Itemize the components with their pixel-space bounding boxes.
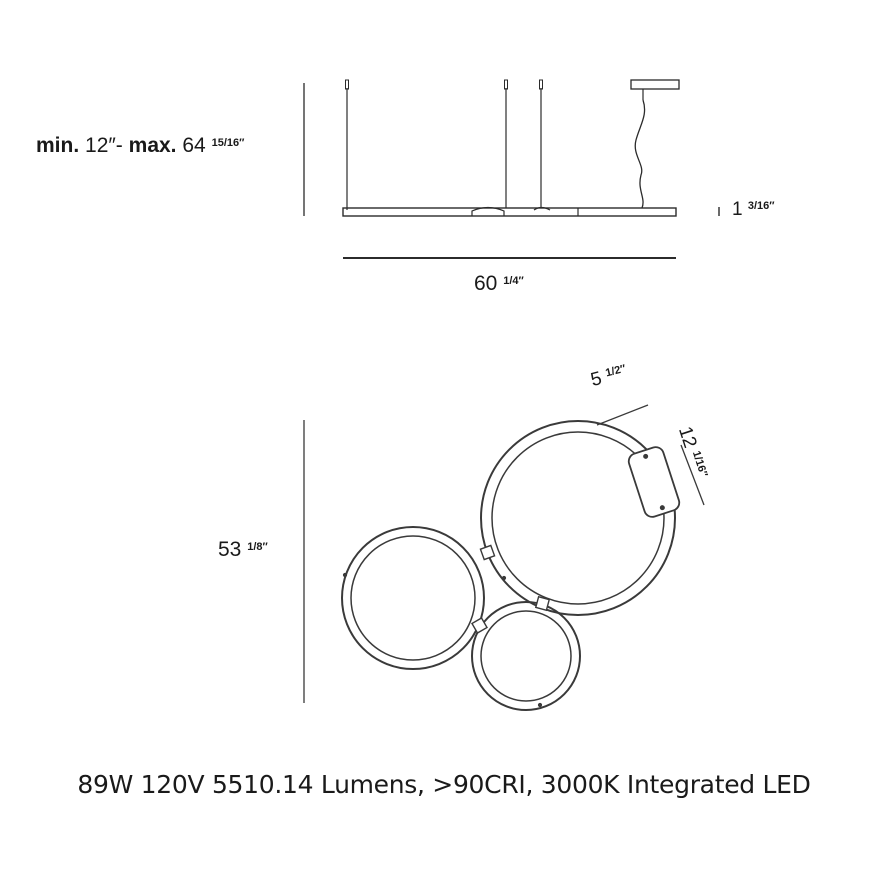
thickness-fraction: 3/16″ xyxy=(747,199,775,212)
drop-max-value: 64 xyxy=(182,134,206,157)
fixture-body xyxy=(342,207,677,217)
cable-grip-3 xyxy=(539,79,543,90)
canopy-dimension-line xyxy=(680,444,705,506)
ring-connector-1 xyxy=(479,544,496,561)
ring-width-fraction: 1/2″ xyxy=(604,362,628,380)
ring-connector-3 xyxy=(471,617,488,634)
height-value: 53 xyxy=(218,538,242,561)
thickness-dimension-label: 1 3/16″ xyxy=(732,199,775,221)
cable-grip-1 xyxy=(345,79,349,90)
drop-max-word: max. xyxy=(128,134,177,157)
cable-mount-1 xyxy=(471,206,505,216)
canopy-plate xyxy=(627,446,681,518)
length-value: 60 xyxy=(474,272,498,295)
height-dimension-label: 53 1/8″ xyxy=(218,538,268,562)
drop-max-fraction: 15/16″ xyxy=(211,136,245,149)
drop-min-word: min. xyxy=(36,134,80,157)
canopy xyxy=(630,79,680,90)
ring-small-outer xyxy=(471,601,581,711)
drop-dimension-label: min. 12″- max. 64 15/16″ xyxy=(36,134,244,158)
cable-mount-2 xyxy=(533,206,551,211)
ring-large-inner xyxy=(491,431,665,605)
cable-grip-2 xyxy=(504,79,508,90)
ring-medium-outer xyxy=(341,526,485,670)
length-fraction: 1/4″ xyxy=(503,274,524,287)
ring-large-outer xyxy=(480,420,676,616)
ring-marker-3 xyxy=(537,702,543,708)
ring-marker-2 xyxy=(501,575,507,581)
specifications-text: 89W 120V 5510.14 Lumens, >90CRI, 3000K I… xyxy=(77,770,811,799)
plan-view xyxy=(303,404,705,711)
power-cord xyxy=(634,99,646,209)
ring-small-inner xyxy=(480,610,572,702)
height-fraction: 1/8″ xyxy=(247,540,268,553)
ring-marker-1 xyxy=(342,572,348,578)
ring-connector-2 xyxy=(534,595,551,612)
drop-min-value: 12″- xyxy=(85,134,123,157)
elevation-view xyxy=(303,79,720,259)
thickness-value: 1 xyxy=(732,199,743,220)
length-dimension-label: 60 1/4″ xyxy=(474,272,524,296)
ring-width-dimension-line xyxy=(596,404,649,426)
ring-medium-inner xyxy=(350,535,476,661)
